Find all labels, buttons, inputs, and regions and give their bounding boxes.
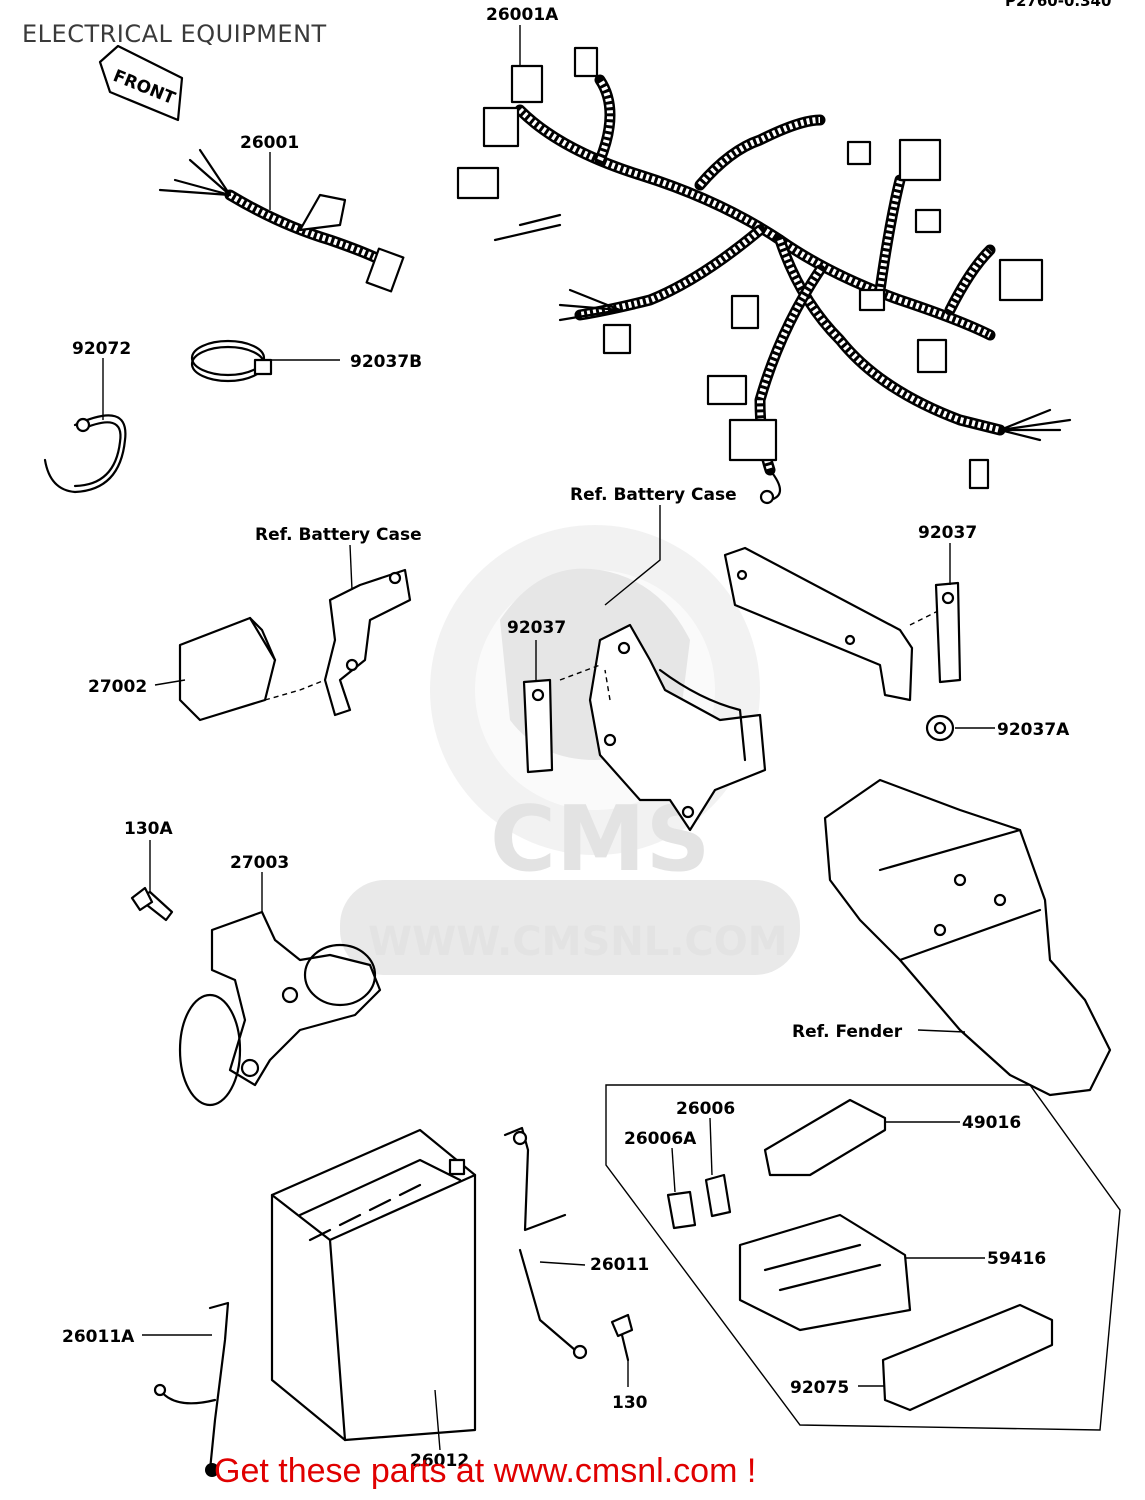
part-label: 26011A	[62, 1327, 135, 1347]
leader-lines	[102, 25, 995, 1451]
bolt-130A	[130, 886, 174, 922]
part-label: 26001	[240, 133, 299, 153]
battery-case-bracket-center	[559, 623, 767, 832]
strip-bracket-right	[723, 546, 941, 702]
part-label: 27002	[88, 677, 147, 697]
front-arrow-tag: FRONT	[98, 44, 184, 122]
band-92072	[43, 414, 127, 494]
main-wiring-harness-26001A	[456, 46, 1072, 505]
part-label: Ref. Fender	[792, 1022, 903, 1042]
sub-wiring-harness-26001	[158, 148, 405, 293]
part-label: 26012	[410, 1451, 469, 1471]
diagram-reference-code: P2760-0.340	[1005, 0, 1112, 10]
part-label: 26006	[676, 1099, 735, 1119]
clamp-92037B	[190, 339, 273, 383]
battery-26012	[270, 1128, 477, 1442]
part-label: 92075	[790, 1378, 849, 1398]
fuse-box-group	[605, 1084, 1121, 1431]
rear-fender	[823, 778, 1112, 1097]
part-label: 92037	[507, 618, 566, 638]
part-label: Ref. Battery Case	[570, 485, 737, 505]
tag-92037-center	[522, 678, 554, 774]
regulator-27002	[178, 616, 326, 722]
part-label: 130A	[124, 819, 173, 839]
grommet-92037A	[925, 714, 955, 742]
part-label: 26011	[590, 1255, 649, 1275]
part-label: 130	[612, 1393, 648, 1413]
part-label: 92072	[72, 339, 131, 359]
part-label: 92037A	[997, 720, 1070, 740]
watermark-url: WWW.CMSNL.COM	[368, 919, 788, 965]
cable-26011A	[153, 1301, 230, 1477]
part-label: 27003	[230, 853, 289, 873]
part-label: Ref. Battery Case	[255, 525, 422, 545]
parts-link-footer[interactable]: Get these parts at www.cmsnl.com !	[214, 1452, 757, 1490]
battery-case-bracket-left	[323, 568, 412, 717]
part-label: 26001A	[486, 5, 559, 25]
part-labels: 26001A 26001 92072 92037B Ref. Battery C…	[62, 5, 1070, 1471]
part-label: 92037	[918, 523, 977, 543]
tag-92037-right	[934, 581, 962, 684]
bracket-27003	[178, 910, 382, 1107]
part-label: 26006A	[624, 1129, 697, 1149]
part-label: 59416	[987, 1249, 1046, 1269]
bolt-130	[610, 1313, 634, 1362]
page-title: ELECTRICAL EQUIPMENT	[22, 20, 327, 48]
part-label: 49016	[962, 1113, 1021, 1133]
part-label: 92037B	[350, 352, 422, 372]
cable-26011	[503, 1126, 588, 1360]
